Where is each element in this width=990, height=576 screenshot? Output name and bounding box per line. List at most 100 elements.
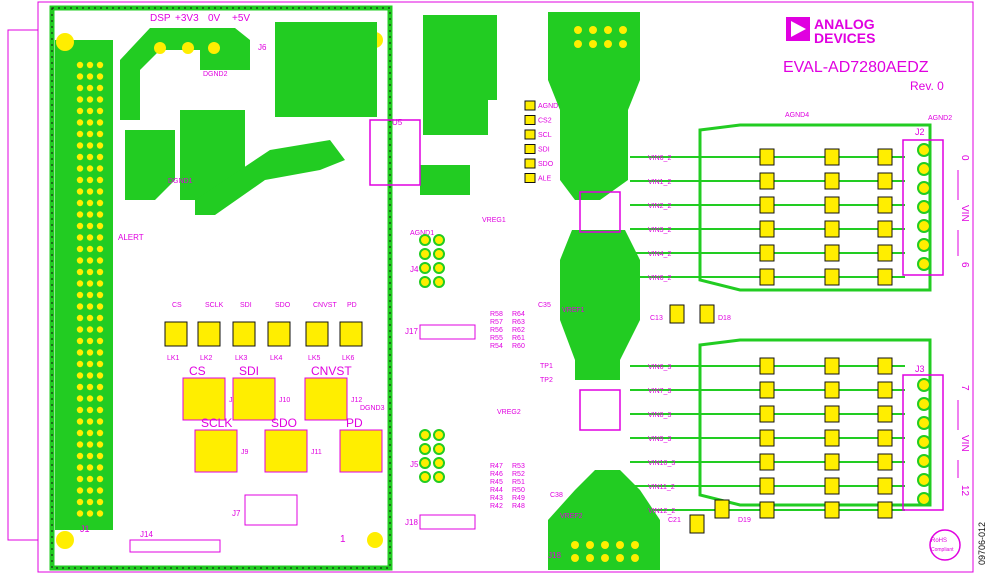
header-pin bbox=[433, 262, 445, 274]
j1-pin bbox=[86, 280, 94, 287]
upper-channel-cap-pad bbox=[759, 244, 775, 262]
j17-header bbox=[419, 324, 476, 340]
brand-line2: DEVICES bbox=[814, 30, 875, 46]
lower-channel-rows: VIN6_3VIN7_3VIN8_3VIN9_3VIN10_3VIN11_2VI… bbox=[630, 357, 905, 519]
j1-pin bbox=[86, 418, 94, 425]
j1-pin bbox=[76, 107, 84, 115]
j1-pin bbox=[96, 61, 104, 69]
upper-channel-res-pad bbox=[824, 220, 840, 238]
j3-top-index: 7 bbox=[959, 385, 970, 391]
logic-signal-label: PD bbox=[347, 302, 357, 309]
j1-pin bbox=[96, 280, 104, 287]
j3-pad bbox=[917, 416, 931, 430]
edge-connector-outline bbox=[7, 29, 38, 541]
j1-pin bbox=[86, 107, 94, 115]
j1-pin bbox=[86, 475, 94, 483]
j1-pin bbox=[96, 291, 104, 299]
upper-channel-vin-label: VIN3_2 bbox=[648, 227, 671, 234]
jumper-signal-label: CNVST bbox=[311, 364, 352, 378]
j1-pin bbox=[86, 73, 94, 80]
lower-channel-res-pad bbox=[824, 501, 840, 519]
j1-pin bbox=[96, 303, 104, 310]
j1-pin bbox=[96, 165, 104, 172]
header-pin bbox=[433, 457, 445, 469]
j1-pin-field bbox=[76, 61, 104, 517]
d19-pad bbox=[714, 499, 730, 519]
lower-channel-res-pad bbox=[824, 381, 840, 399]
d18-label: D18 bbox=[718, 315, 731, 322]
lower-channel-vin-label: VIN10_3 bbox=[648, 460, 675, 467]
tp2-label: TP2 bbox=[540, 377, 553, 384]
j1-pin bbox=[96, 176, 104, 184]
j1-pin bbox=[96, 383, 104, 391]
resistor-label: R57 bbox=[490, 319, 503, 326]
j1-pin bbox=[76, 165, 84, 172]
resistor-label: R46 bbox=[490, 471, 503, 478]
c13-label: C13 bbox=[650, 315, 663, 322]
j1-pin bbox=[96, 452, 104, 460]
mid-signal-pad bbox=[524, 173, 536, 183]
lower-channel-res-pad bbox=[877, 405, 893, 423]
j6-pad-1 bbox=[154, 42, 166, 54]
j1-pin bbox=[96, 268, 104, 276]
resistor-label: R64 bbox=[512, 311, 525, 318]
j2-pad bbox=[917, 181, 931, 195]
jumper-signal-label: PD bbox=[346, 416, 363, 430]
c35-label: C35 bbox=[538, 302, 551, 309]
j1-pin bbox=[96, 188, 104, 195]
header-pin bbox=[433, 429, 445, 441]
j1-pin bbox=[86, 84, 94, 92]
link-label: LK2 bbox=[200, 355, 213, 362]
jumper-block-cs bbox=[182, 377, 226, 421]
j1-pin bbox=[76, 280, 84, 287]
dgnd2-label: DGND2 bbox=[203, 71, 228, 78]
j17-label: J17 bbox=[405, 327, 418, 336]
header-0v: 0V bbox=[208, 13, 221, 24]
j1-label: J1 bbox=[80, 524, 90, 534]
upper-channel-cap-pad bbox=[759, 196, 775, 214]
logic-signal-label: SDI bbox=[240, 302, 252, 309]
j1-pin bbox=[96, 130, 104, 138]
header-pin bbox=[419, 234, 431, 246]
board-rev: Rev. 0 bbox=[910, 79, 944, 93]
j2-vin-label: VIN bbox=[959, 205, 970, 222]
j1-pin bbox=[76, 510, 84, 517]
j1-pin bbox=[86, 188, 94, 195]
j1-pin bbox=[96, 73, 104, 80]
link-pad bbox=[267, 321, 291, 347]
j1-pin bbox=[76, 61, 84, 69]
j2-bottom-index: 6 bbox=[959, 262, 970, 268]
j1-pin bbox=[96, 475, 104, 483]
upper-channel-cap-pad bbox=[759, 172, 775, 190]
j1-pin bbox=[76, 211, 84, 218]
lower-channel-res-pad bbox=[877, 453, 893, 471]
header-pin bbox=[433, 471, 445, 483]
alert-label: ALERT bbox=[118, 233, 144, 242]
mid-signal-pad bbox=[524, 115, 536, 125]
upper-channel-res-pad bbox=[824, 172, 840, 190]
lower-channel-res-pad bbox=[824, 477, 840, 495]
lower-channel-res-pad bbox=[824, 453, 840, 471]
j1-pin bbox=[86, 176, 94, 184]
j1-pin bbox=[76, 234, 84, 241]
j4-label: J4 bbox=[410, 265, 419, 274]
j1-pin bbox=[86, 314, 94, 322]
j18-left-label: J18 bbox=[405, 518, 418, 527]
lower-channel-res-pad bbox=[877, 501, 893, 519]
upper-channel-res-pad bbox=[824, 244, 840, 262]
upper-channel-res-pad bbox=[824, 148, 840, 166]
j1-pin bbox=[86, 222, 94, 230]
agnd2-label: AGND2 bbox=[928, 115, 952, 122]
lower-channel-res-pad bbox=[824, 405, 840, 423]
j1-pin bbox=[76, 153, 84, 161]
j1-pin bbox=[76, 337, 84, 345]
lower-channel-cap-pad bbox=[759, 405, 775, 423]
j1-pin bbox=[96, 429, 104, 437]
j1-pin bbox=[96, 337, 104, 345]
vref1-label: VREF1 bbox=[562, 307, 585, 314]
j1-pin bbox=[86, 119, 94, 126]
j1-pin bbox=[76, 96, 84, 103]
j1-pin bbox=[86, 257, 94, 264]
jumper-signal-label: CS bbox=[189, 364, 206, 378]
